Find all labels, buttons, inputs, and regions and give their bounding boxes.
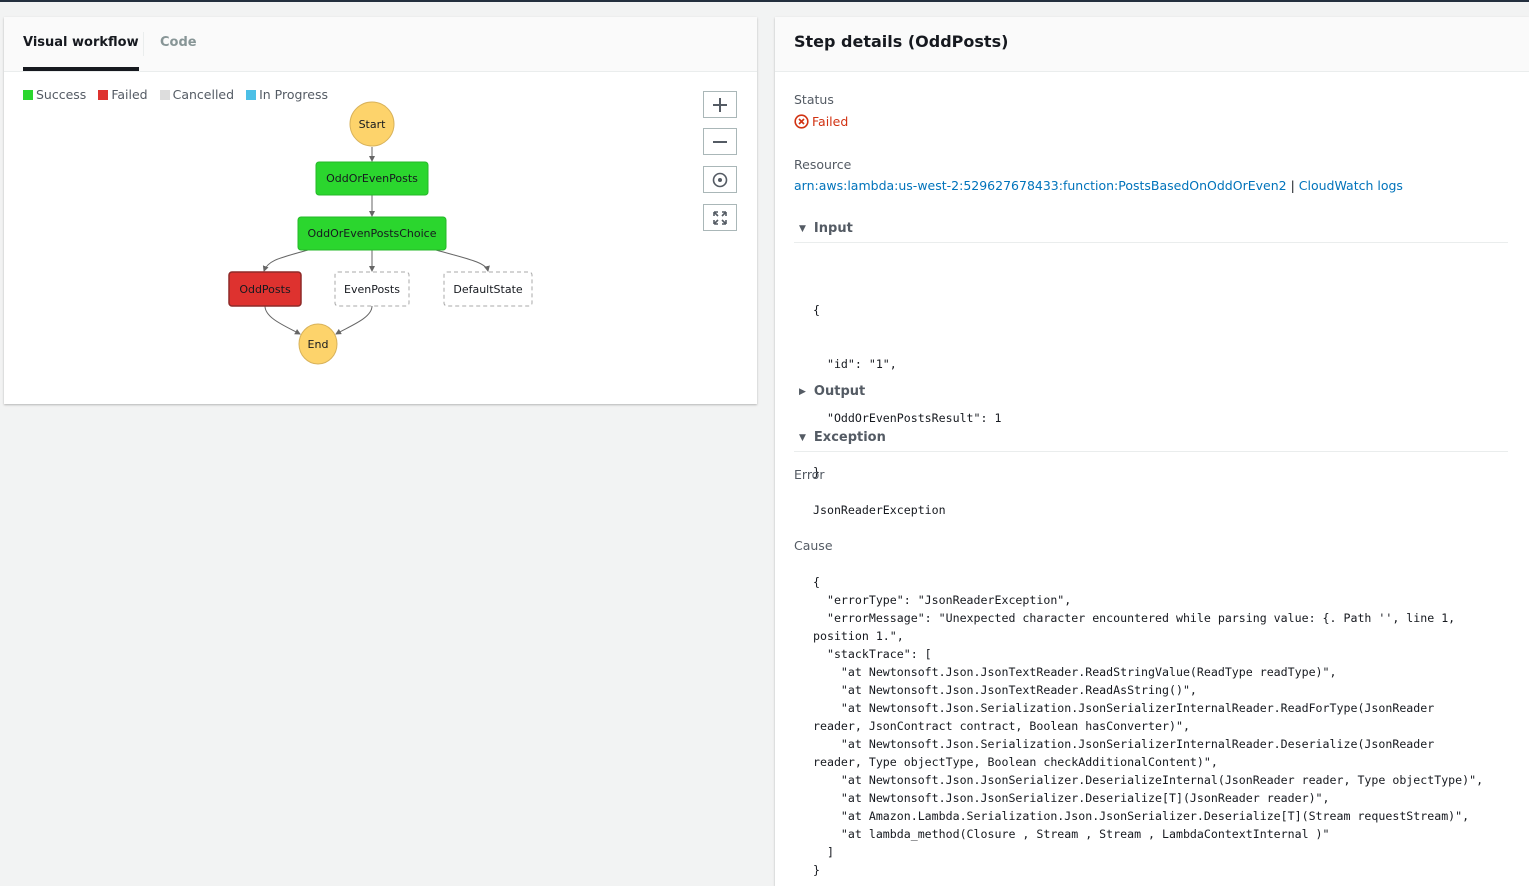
code-line: {	[813, 303, 820, 317]
tab-code[interactable]: Code	[160, 35, 197, 50]
divider	[794, 242, 1508, 243]
code-line: "errorType": "JsonReaderException",	[813, 593, 1072, 607]
node-label: OddOrEvenPosts	[326, 172, 418, 185]
resource-label: Resource	[794, 157, 852, 172]
step-details-header: Step details (OddPosts)	[775, 17, 1529, 72]
legend-label: In Progress	[259, 87, 328, 102]
code-line: reader, JsonContract contract, Boolean h…	[813, 719, 1190, 733]
node-odd-or-even-posts-choice[interactable]: OddOrEvenPostsChoice	[297, 216, 447, 251]
legend-label: Cancelled	[172, 87, 235, 102]
workflow-panel: Visual workflow Code Success Failed Canc…	[4, 17, 757, 404]
center-button[interactable]	[703, 166, 737, 193]
cloudwatch-logs-link[interactable]: CloudWatch logs	[1298, 178, 1403, 193]
plus-icon	[713, 97, 727, 112]
legend-success: Success	[23, 87, 86, 102]
step-details-panel: Step details (OddPosts) Status Failed Re…	[775, 17, 1529, 886]
failed-swatch	[98, 89, 109, 100]
lambda-arn-link[interactable]: arn:aws:lambda:us-west-2:529627678433:fu…	[794, 178, 1287, 193]
code-line: "errorMessage": "Unexpected character en…	[813, 611, 1456, 625]
workflow-graph: Start OddOrEvenPosts OddOrEvenPostsChoic…	[228, 101, 533, 365]
code-line: "at Newtonsoft.Json.Serialization.JsonSe…	[813, 737, 1435, 751]
node-odd-posts[interactable]: OddPosts	[228, 271, 302, 307]
input-header: Input	[813, 221, 853, 236]
code-line: "id": "1",	[813, 357, 897, 371]
edge	[435, 249, 490, 272]
code-line: reader, Type objectType, Boolean checkAd…	[813, 755, 1218, 769]
code-line: "at Newtonsoft.Json.JsonSerializer.Deser…	[813, 773, 1484, 787]
cancelled-swatch	[159, 89, 170, 100]
start-node[interactable]: Start	[349, 101, 395, 147]
status-value: Failed	[812, 114, 849, 129]
edge	[335, 305, 373, 335]
exception-header: Exception	[813, 430, 886, 445]
code-line: {	[813, 575, 820, 589]
code-line: }	[813, 465, 820, 479]
node-default-state[interactable]: DefaultState	[443, 271, 533, 307]
error-label: Error	[794, 467, 825, 482]
error-value: JsonReaderException	[813, 503, 946, 517]
code-line: "at Newtonsoft.Json.JsonTextReader.ReadS…	[813, 665, 1337, 679]
target-icon	[712, 172, 728, 187]
node-label: OddPosts	[239, 283, 291, 296]
input-json: { "id": "1", "OddOrEvenPostsResult": 1 }	[813, 265, 1001, 517]
end-label: End	[308, 338, 329, 351]
tab-visual-workflow[interactable]: Visual workflow	[23, 17, 139, 71]
code-line: "at Newtonsoft.Json.JsonTextReader.ReadA…	[813, 683, 1197, 697]
caret-down-icon: ▼	[799, 223, 806, 234]
end-node[interactable]: End	[298, 323, 338, 365]
input-section-toggle[interactable]: ▼ Input	[799, 221, 853, 236]
zoom-out-button[interactable]	[703, 128, 737, 155]
legend-label: Failed	[111, 87, 148, 102]
legend-cancelled: Cancelled	[159, 87, 235, 102]
error-circle-icon	[794, 114, 809, 129]
cause-json: { "errorType": "JsonReaderException", "e…	[813, 573, 1483, 879]
graph-edges	[262, 147, 490, 335]
tab-divider	[143, 32, 144, 56]
node-label: DefaultState	[453, 283, 523, 296]
separator: |	[1290, 178, 1295, 193]
node-even-posts[interactable]: EvenPosts	[334, 271, 410, 307]
zoom-in-button[interactable]	[703, 91, 737, 118]
node-label: OddOrEvenPostsChoice	[307, 227, 436, 240]
output-section-toggle[interactable]: ▶ Output	[799, 384, 865, 399]
step-details-title: Step details (OddPosts)	[794, 32, 1009, 51]
expand-icon	[713, 210, 727, 225]
caret-right-icon: ▶	[799, 386, 806, 397]
status-legend: Success Failed Cancelled In Progress	[23, 87, 328, 102]
in-progress-swatch	[246, 89, 257, 100]
code-line: ]	[813, 845, 834, 859]
minus-icon	[713, 140, 727, 143]
code-line: }	[813, 863, 820, 877]
legend-in-progress: In Progress	[246, 87, 328, 102]
start-label: Start	[359, 118, 387, 131]
code-line: "at Amazon.Lambda.Serialization.Json.Jso…	[813, 809, 1470, 823]
code-line: position 1.",	[813, 629, 904, 643]
success-swatch	[23, 89, 33, 100]
code-line: "OddOrEvenPostsResult": 1	[813, 411, 1002, 425]
edge	[262, 249, 309, 272]
code-line: "at Newtonsoft.Json.Serialization.JsonSe…	[813, 701, 1435, 715]
fit-to-screen-button[interactable]	[703, 204, 737, 231]
cause-label: Cause	[794, 538, 833, 553]
code-line: "stackTrace": [	[813, 647, 932, 661]
exception-section-toggle[interactable]: ▼ Exception	[799, 430, 886, 445]
resource-links: arn:aws:lambda:us-west-2:529627678433:fu…	[794, 178, 1403, 193]
edge	[264, 305, 301, 335]
legend-label: Success	[36, 87, 87, 102]
output-header: Output	[813, 384, 866, 399]
code-line: "at Newtonsoft.Json.JsonSerializer.Deser…	[813, 791, 1330, 805]
code-line: "at lambda_method(Closure , Stream , Str…	[813, 827, 1330, 841]
top-bar	[0, 0, 1529, 2]
status-label: Status	[794, 92, 834, 107]
divider	[794, 451, 1508, 452]
workflow-tabs: Visual workflow Code	[4, 17, 757, 72]
status-badge: Failed	[794, 114, 848, 129]
node-odd-or-even-posts[interactable]: OddOrEvenPosts	[315, 161, 429, 196]
caret-down-icon: ▼	[799, 432, 806, 443]
legend-failed: Failed	[98, 87, 148, 102]
node-label: EvenPosts	[344, 283, 400, 296]
